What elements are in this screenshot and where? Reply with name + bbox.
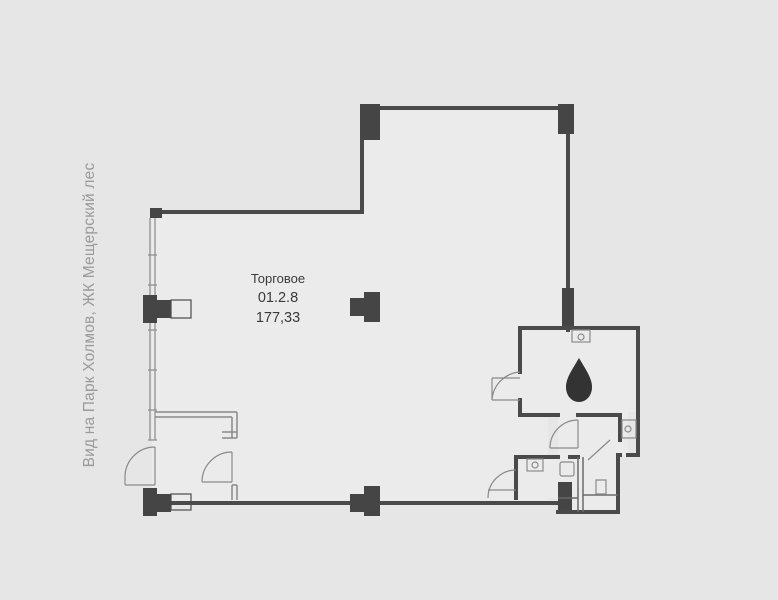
- column: [350, 494, 364, 512]
- toilet-icon: [559, 461, 607, 495]
- column: [558, 104, 574, 134]
- view-direction-label: Вид на Парк Холмов, ЖК Мещерский лес: [81, 162, 98, 468]
- column: [350, 298, 364, 316]
- column: [150, 208, 162, 218]
- columns: [143, 104, 574, 516]
- column: [143, 488, 157, 516]
- tech-door: [491, 371, 521, 401]
- room-label: Торговое 01.2.8 177,33: [218, 270, 338, 328]
- room-area: 177,33: [255, 310, 301, 326]
- left-window: [148, 218, 157, 441]
- column: [558, 482, 572, 512]
- water-drop-icon: [566, 358, 592, 402]
- vestibule: [155, 411, 238, 500]
- wc-inner-walls: [558, 457, 618, 512]
- column: [143, 295, 157, 323]
- column: [157, 494, 171, 512]
- column: [360, 104, 380, 140]
- room-code: 01.2.8: [257, 290, 299, 306]
- column: [157, 300, 171, 318]
- wc-doors: [487, 419, 611, 499]
- column: [562, 288, 574, 328]
- sink-icon: [526, 329, 637, 472]
- column-plates: [170, 299, 192, 511]
- column: [364, 486, 380, 516]
- entrance-doors: [124, 446, 233, 486]
- column: [364, 292, 380, 322]
- room-type: Торговое: [250, 271, 306, 286]
